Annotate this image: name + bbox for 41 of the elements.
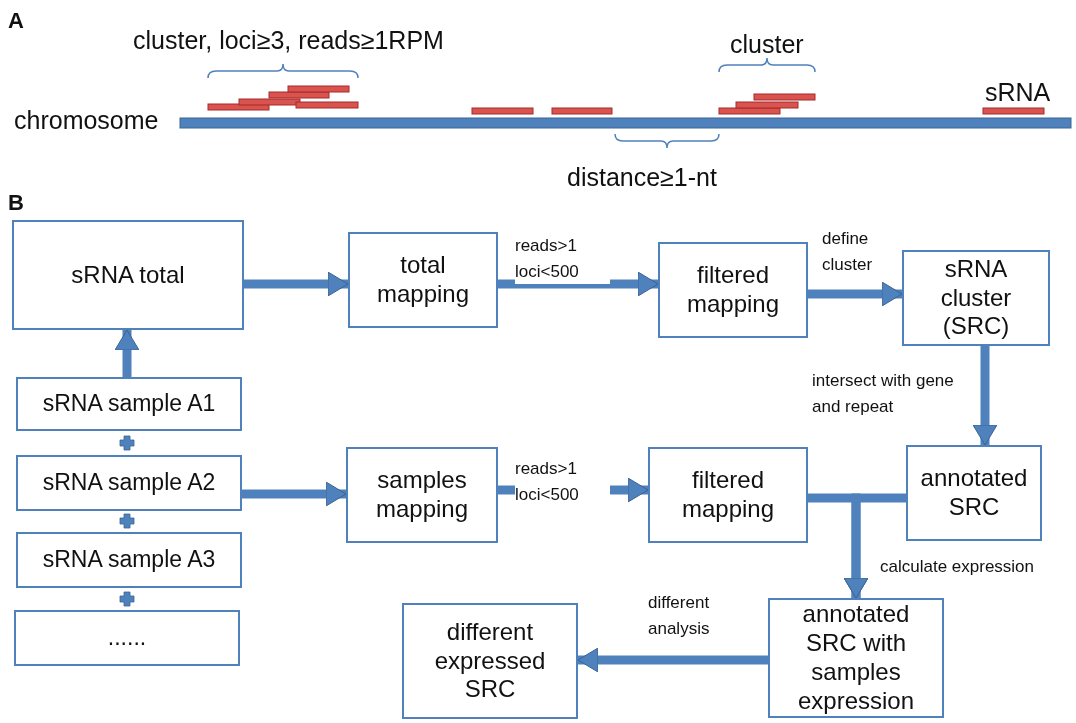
process-box bbox=[346, 447, 498, 543]
box-text: filtered mapping bbox=[680, 466, 776, 524]
annotation-label: chromosome bbox=[14, 106, 159, 135]
process-box bbox=[906, 445, 1042, 541]
thick-arrow bbox=[242, 481, 347, 507]
thick-arrow bbox=[577, 647, 768, 673]
box-text: annotated SRC bbox=[919, 464, 1029, 522]
thick-arrow bbox=[808, 281, 903, 307]
process-box bbox=[348, 232, 498, 328]
process-box bbox=[402, 603, 578, 719]
thick-arrow bbox=[244, 271, 349, 297]
panel-letter: A bbox=[8, 8, 24, 34]
box-text: sRNA sample A1 bbox=[42, 390, 216, 418]
box-text: annotated SRC with samples expression bbox=[796, 600, 916, 716]
box-text: total mapping bbox=[375, 251, 471, 309]
process-box bbox=[16, 377, 242, 431]
box-text: sRNA cluster (SRC) bbox=[939, 254, 1013, 342]
box-text: sRNA total bbox=[71, 260, 185, 290]
box-text: filtered mapping bbox=[685, 261, 781, 319]
panel-letter: B bbox=[8, 190, 24, 216]
thick-arrow bbox=[972, 346, 998, 446]
process-box bbox=[12, 220, 244, 330]
process-box bbox=[16, 532, 242, 588]
annotation-label: sRNA bbox=[985, 78, 1051, 107]
process-box bbox=[14, 610, 240, 666]
box-text: ...... bbox=[107, 624, 147, 652]
process-box bbox=[768, 598, 944, 718]
thick-arrow bbox=[498, 271, 659, 297]
process-box bbox=[658, 242, 808, 338]
box-text: samples mapping bbox=[374, 466, 470, 524]
annotation-label: distance≥1-nt bbox=[567, 163, 717, 192]
box-text: sRNA sample A2 bbox=[42, 469, 216, 497]
annotation-label: cluster, loci≥3, reads≥1RPM bbox=[133, 26, 444, 55]
process-box bbox=[902, 250, 1050, 346]
thick-arrow bbox=[843, 493, 906, 599]
process-box bbox=[16, 455, 242, 511]
box-text: different expressed SRC bbox=[433, 617, 547, 705]
box-text: sRNA sample A3 bbox=[42, 546, 216, 574]
thick-arrow bbox=[114, 329, 140, 377]
annotation-label: cluster bbox=[730, 30, 804, 59]
process-box bbox=[648, 447, 808, 543]
